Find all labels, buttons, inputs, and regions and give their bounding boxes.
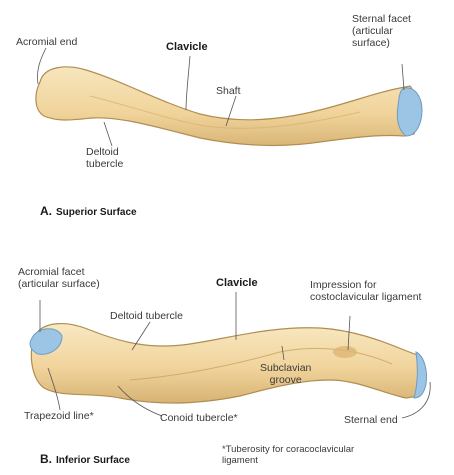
section-a-title: Superior Surface	[56, 207, 137, 218]
label-subclavian-groove: Subclavian groove	[260, 362, 311, 386]
label-deltoid-tubercle-superior: Deltoid tubercle	[86, 146, 123, 170]
section-b-letter: B.	[40, 452, 52, 466]
section-a-letter: A.	[40, 204, 52, 218]
bone-title-superior: Clavicle	[166, 41, 208, 53]
label-shaft: Shaft	[216, 85, 241, 97]
bone-title-inferior: Clavicle	[216, 277, 258, 289]
section-b-heading: B. Inferior Surface	[40, 452, 130, 466]
label-sternal-facet: Sternal facet (articular surface)	[352, 13, 411, 49]
section-b-title: Inferior Surface	[56, 455, 130, 466]
footnote-tuberosity: *Tuberosity for coracoclavicular ligamen…	[222, 444, 354, 466]
clavicle-inferior-bone	[31, 324, 426, 403]
sternal-facet-superior	[397, 88, 422, 136]
label-sternal-end: Sternal end	[344, 414, 398, 426]
label-trapezoid-line: Trapezoid line*	[24, 410, 94, 422]
label-conoid-tubercle: Conoid tubercle*	[160, 412, 238, 424]
label-deltoid-tubercle-inferior: Deltoid tubercle	[110, 310, 183, 322]
label-acromial-facet: Acromial facet (articular surface)	[18, 266, 100, 290]
label-acromial-end: Acromial end	[16, 36, 77, 48]
section-a-heading: A. Superior Surface	[40, 204, 137, 218]
label-costoclavicular-impression: Impression for costoclavicular ligament	[310, 279, 421, 303]
clavicle-superior-bone	[36, 67, 418, 146]
